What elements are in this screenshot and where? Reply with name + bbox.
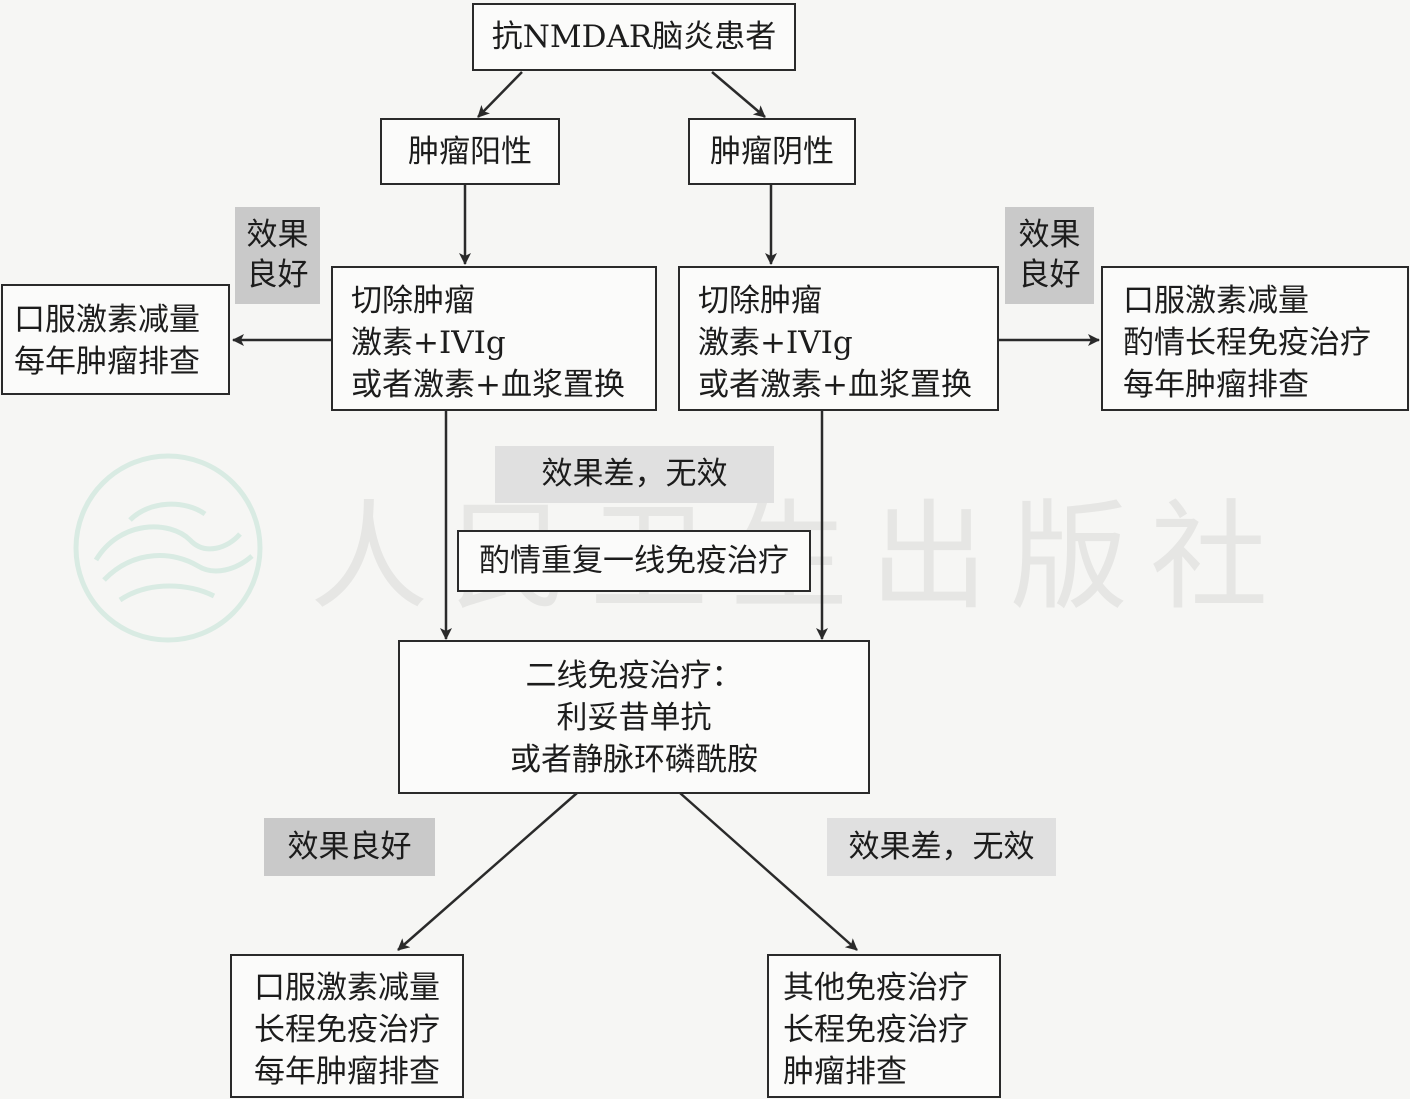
node-treatment-left-line-1: 切除肿瘤 <box>351 283 475 319</box>
node-repeat-first-line: 酌情重复一线免疫治疗 <box>457 530 811 592</box>
node-final-poor-line-3: 肿瘤排查 <box>783 1054 907 1090</box>
node-final-good-line-3: 每年肿瘤排查 <box>254 1054 440 1090</box>
arrow-root-to-positive <box>477 71 523 118</box>
node-outcome-right-line-3: 每年肿瘤排查 <box>1123 367 1309 403</box>
node-final-good-line-2: 长程免疫治疗 <box>254 1012 440 1048</box>
node-treatment-right-line-1: 切除肿瘤 <box>698 283 822 319</box>
node-treatment-right: 切除肿瘤 激素+IVIg 或者激素+血浆置换 <box>678 266 999 411</box>
label-good-effect-left-line-1: 效果 <box>246 217 309 253</box>
node-second-line-line-3: 或者静脉环磷酰胺 <box>510 742 758 778</box>
label-poor-effect-bottom-text: 效果差，无效 <box>848 829 1035 865</box>
label-good-effect-right-line-1: 效果 <box>1018 217 1081 253</box>
node-tumor-positive-line-1: 肿瘤阳性 <box>408 134 532 170</box>
node-outcome-right-line-1: 口服激素减量 <box>1123 283 1309 319</box>
node-final-good-line-1: 口服激素减量 <box>254 970 440 1006</box>
label-poor-effect-middle-text: 效果差，无效 <box>541 456 728 492</box>
node-second-line-therapy: 二线免疫治疗： 利妥昔单抗 或者静脉环磷酰胺 <box>398 640 870 794</box>
node-root: 抗NMDAR脑炎患者 <box>472 3 796 71</box>
node-root-line-1: 抗NMDAR脑炎患者 <box>491 19 777 55</box>
node-outcome-right: 口服激素减量 酌情长程免疫治疗 每年肿瘤排查 <box>1101 266 1409 411</box>
label-good-effect-left-line-2: 良好 <box>246 257 309 293</box>
label-good-effect-bottom-text: 效果良好 <box>287 829 412 865</box>
arrow-second-to-good <box>397 792 578 951</box>
arrow-root-to-negative <box>711 71 766 118</box>
node-final-poor: 其他免疫治疗 长程免疫治疗 肿瘤排查 <box>767 954 1001 1098</box>
label-poor-effect-bottom: 效果差，无效 <box>827 818 1056 876</box>
node-second-line-line-2: 利妥昔单抗 <box>556 700 712 736</box>
node-final-poor-line-2: 长程免疫治疗 <box>783 1012 969 1048</box>
label-good-effect-right: 效果 良好 <box>1005 207 1094 304</box>
node-tumor-positive: 肿瘤阳性 <box>380 118 560 185</box>
node-outcome-right-line-2: 酌情长程免疫治疗 <box>1123 325 1371 361</box>
node-final-poor-line-1: 其他免疫治疗 <box>783 970 969 1006</box>
publisher-logo-icon <box>73 453 263 643</box>
arrow-second-to-poor <box>679 792 858 951</box>
node-outcome-left: 口服激素减量 每年肿瘤排查 <box>1 284 230 395</box>
label-good-effect-right-line-2: 良好 <box>1018 257 1081 293</box>
label-good-effect-bottom: 效果良好 <box>264 818 435 876</box>
label-poor-effect-middle: 效果差，无效 <box>495 446 774 503</box>
node-treatment-left-line-2: 激素+IVIg <box>351 325 506 361</box>
node-treatment-right-line-2: 激素+IVIg <box>698 325 853 361</box>
node-tumor-negative: 肿瘤阴性 <box>688 118 856 185</box>
node-outcome-left-line-1: 口服激素减量 <box>14 302 200 338</box>
label-good-effect-left: 效果 良好 <box>235 207 320 304</box>
node-treatment-right-line-3: 或者激素+血浆置换 <box>698 367 972 403</box>
node-treatment-left-line-3: 或者激素+血浆置换 <box>351 367 625 403</box>
node-second-line-line-1: 二线免疫治疗： <box>525 658 743 694</box>
node-tumor-negative-line-1: 肿瘤阴性 <box>710 134 834 170</box>
node-repeat-first-line-text: 酌情重复一线免疫治疗 <box>479 543 789 579</box>
node-treatment-left: 切除肿瘤 激素+IVIg 或者激素+血浆置换 <box>331 266 657 411</box>
node-outcome-left-line-2: 每年肿瘤排查 <box>14 344 200 380</box>
node-final-good: 口服激素减量 长程免疫治疗 每年肿瘤排查 <box>230 954 464 1098</box>
